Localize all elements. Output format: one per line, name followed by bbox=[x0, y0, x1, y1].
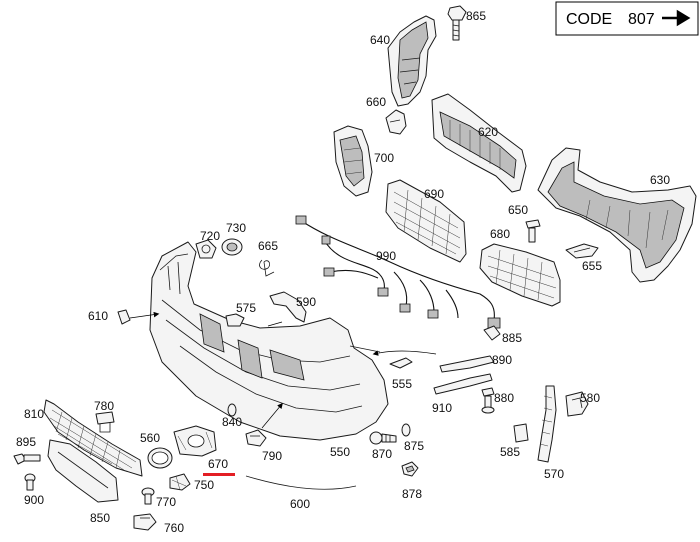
part-850-panel bbox=[47, 439, 119, 503]
label-850: 850 bbox=[90, 511, 110, 525]
part-670-foglamp-grille bbox=[173, 425, 217, 457]
part-810-mesh bbox=[43, 399, 143, 477]
label-875: 875 bbox=[404, 439, 424, 453]
part-680-grille bbox=[479, 243, 561, 307]
part-660-clip bbox=[385, 109, 407, 135]
label-560: 560 bbox=[140, 431, 160, 445]
label-630: 630 bbox=[650, 173, 670, 187]
label-670: 670 bbox=[208, 457, 228, 471]
part-750-insert bbox=[169, 473, 191, 491]
label-990: 990 bbox=[376, 249, 396, 263]
part-665-clip bbox=[259, 259, 275, 277]
label-640: 640 bbox=[370, 33, 390, 47]
label-600: 600 bbox=[290, 497, 310, 511]
part-550-bumper-cover bbox=[149, 241, 389, 441]
label-790: 790 bbox=[262, 449, 282, 463]
label-680: 680 bbox=[490, 227, 510, 241]
part-760-clip bbox=[133, 513, 157, 531]
part-865-bolt bbox=[447, 5, 467, 41]
label-885: 885 bbox=[502, 331, 522, 345]
code-prefix: CODE bbox=[566, 11, 612, 28]
label-810: 810 bbox=[24, 407, 44, 421]
part-878-clip bbox=[401, 461, 419, 477]
part-575-retainer bbox=[225, 313, 245, 327]
label-900: 900 bbox=[24, 493, 44, 507]
part-580-clip bbox=[565, 391, 589, 417]
part-910-strip bbox=[433, 373, 493, 395]
code-number: 807 bbox=[628, 11, 655, 28]
part-875-washer bbox=[401, 423, 411, 437]
highlight-underline bbox=[203, 473, 235, 476]
label-870: 870 bbox=[372, 447, 392, 461]
part-600-trim bbox=[245, 475, 357, 490]
highlighted-part-670: 670 bbox=[203, 457, 235, 476]
label-880: 880 bbox=[494, 391, 514, 405]
part-720-sensor-holder bbox=[195, 239, 217, 259]
label-700: 700 bbox=[374, 151, 394, 165]
part-590-strip bbox=[269, 291, 307, 323]
label-650: 650 bbox=[508, 203, 528, 217]
label-620: 620 bbox=[478, 125, 498, 139]
part-650-bolt bbox=[525, 219, 541, 243]
part-885-bracket bbox=[483, 325, 501, 341]
label-550: 550 bbox=[330, 445, 350, 459]
part-900-bolt bbox=[24, 473, 36, 491]
part-730-sensor bbox=[221, 238, 243, 256]
part-880-bolt bbox=[481, 387, 495, 414]
part-840-clip bbox=[227, 403, 237, 417]
label-580: 580 bbox=[580, 391, 600, 405]
part-780-clip bbox=[95, 411, 115, 433]
part-690-grille bbox=[385, 179, 467, 263]
part-655-bracket bbox=[565, 243, 599, 259]
part-560-ring bbox=[147, 447, 173, 469]
part-700-bracket bbox=[333, 125, 373, 197]
part-labels: 865 640 660 620 700 690 630 650 680 655 … bbox=[16, 9, 670, 535]
label-555: 555 bbox=[392, 377, 412, 391]
part-990-harness bbox=[295, 215, 501, 329]
label-665: 665 bbox=[258, 239, 278, 253]
part-890-strip bbox=[439, 355, 495, 373]
part-640-bracket bbox=[387, 15, 437, 107]
part-585-clip bbox=[513, 423, 529, 443]
arrow-right-icon bbox=[662, 9, 691, 27]
label-910: 910 bbox=[432, 401, 452, 415]
label-780: 780 bbox=[94, 399, 114, 413]
label-760: 760 bbox=[164, 521, 184, 535]
label-575: 575 bbox=[236, 301, 256, 315]
part-620-absorber bbox=[431, 93, 527, 193]
label-720: 720 bbox=[200, 229, 220, 243]
label-730: 730 bbox=[226, 221, 246, 235]
part-570-bracket bbox=[537, 385, 557, 463]
label-750: 750 bbox=[194, 478, 214, 492]
label-660: 660 bbox=[366, 95, 386, 109]
part-555-cover bbox=[389, 357, 413, 369]
part-790-bracket bbox=[245, 429, 267, 447]
label-895: 895 bbox=[16, 435, 36, 449]
label-610: 610 bbox=[88, 309, 108, 323]
label-590: 590 bbox=[296, 295, 316, 309]
label-878: 878 bbox=[402, 487, 422, 501]
label-585: 585 bbox=[500, 445, 520, 459]
part-895-bolt bbox=[13, 453, 41, 465]
label-770: 770 bbox=[156, 495, 176, 509]
label-840: 840 bbox=[222, 415, 242, 429]
label-570: 570 bbox=[544, 467, 564, 481]
label-890: 890 bbox=[492, 353, 512, 367]
label-690: 690 bbox=[424, 187, 444, 201]
part-870-bolt bbox=[369, 431, 397, 445]
code-box: CODE 807 bbox=[555, 1, 699, 36]
part-770-bolt bbox=[141, 487, 155, 505]
part-610-clip bbox=[117, 309, 160, 325]
part-630-bracket bbox=[537, 147, 697, 283]
label-655: 655 bbox=[582, 259, 602, 273]
label-865: 865 bbox=[466, 9, 486, 23]
